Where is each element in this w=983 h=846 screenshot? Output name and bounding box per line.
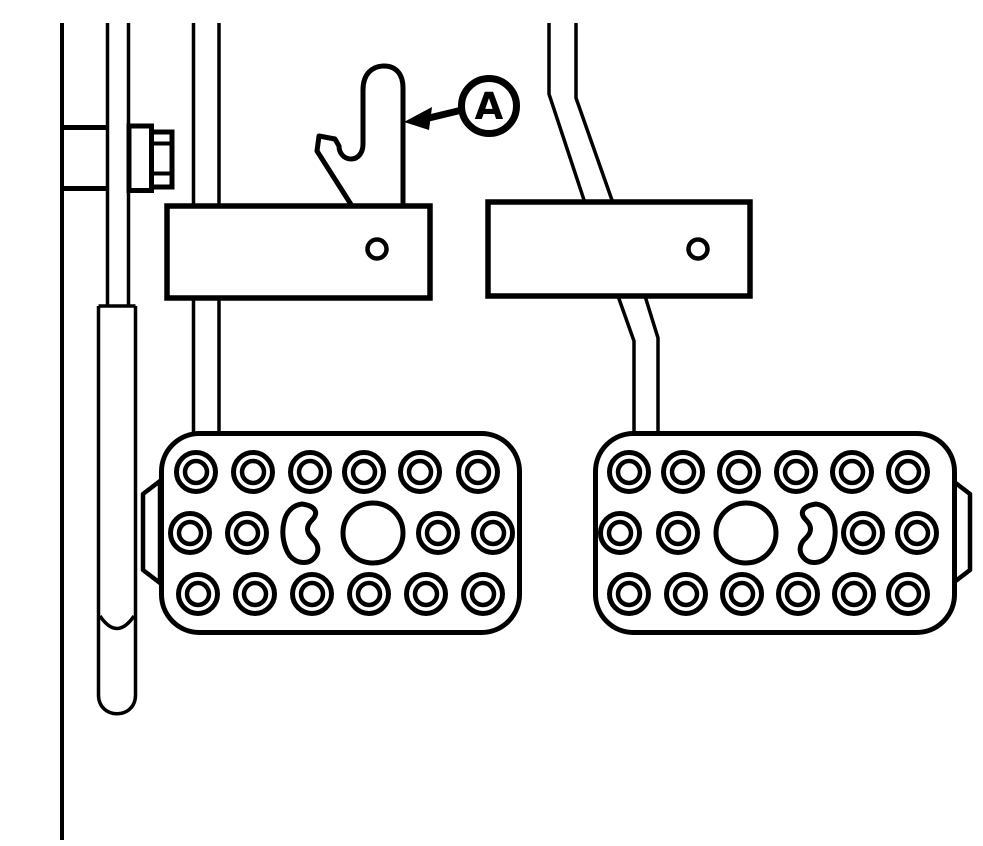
damper-tube [96, 304, 138, 716]
callout-arrow-shaft [428, 106, 463, 122]
left-pedal-kidney-nub [280, 501, 321, 565]
right-pedal-bar [485, 199, 753, 299]
right-pedal-arm-upper [547, 23, 615, 204]
left-bar-hole [365, 237, 389, 261]
right-bar-hole [686, 237, 710, 261]
left-pedal-tab [140, 478, 163, 586]
mounting-bolt [126, 123, 175, 193]
rod [105, 23, 131, 306]
callout-a: A [404, 75, 520, 137]
right-pedal-kidney-nub [797, 501, 838, 565]
callout-label: A [475, 85, 504, 128]
callout-circle [458, 75, 520, 137]
stop-hook [314, 63, 406, 209]
right-pedal-arm-lower [616, 295, 660, 434]
left-pedal-nubs [168, 450, 515, 616]
left-pedal-bar [164, 203, 433, 301]
right-pedal-nubs [598, 450, 939, 616]
left-pedal-arm-lower [191, 297, 221, 434]
left-pedal-arm-upper [191, 23, 221, 207]
callout-arrowhead [404, 107, 432, 130]
bracket [62, 125, 108, 191]
